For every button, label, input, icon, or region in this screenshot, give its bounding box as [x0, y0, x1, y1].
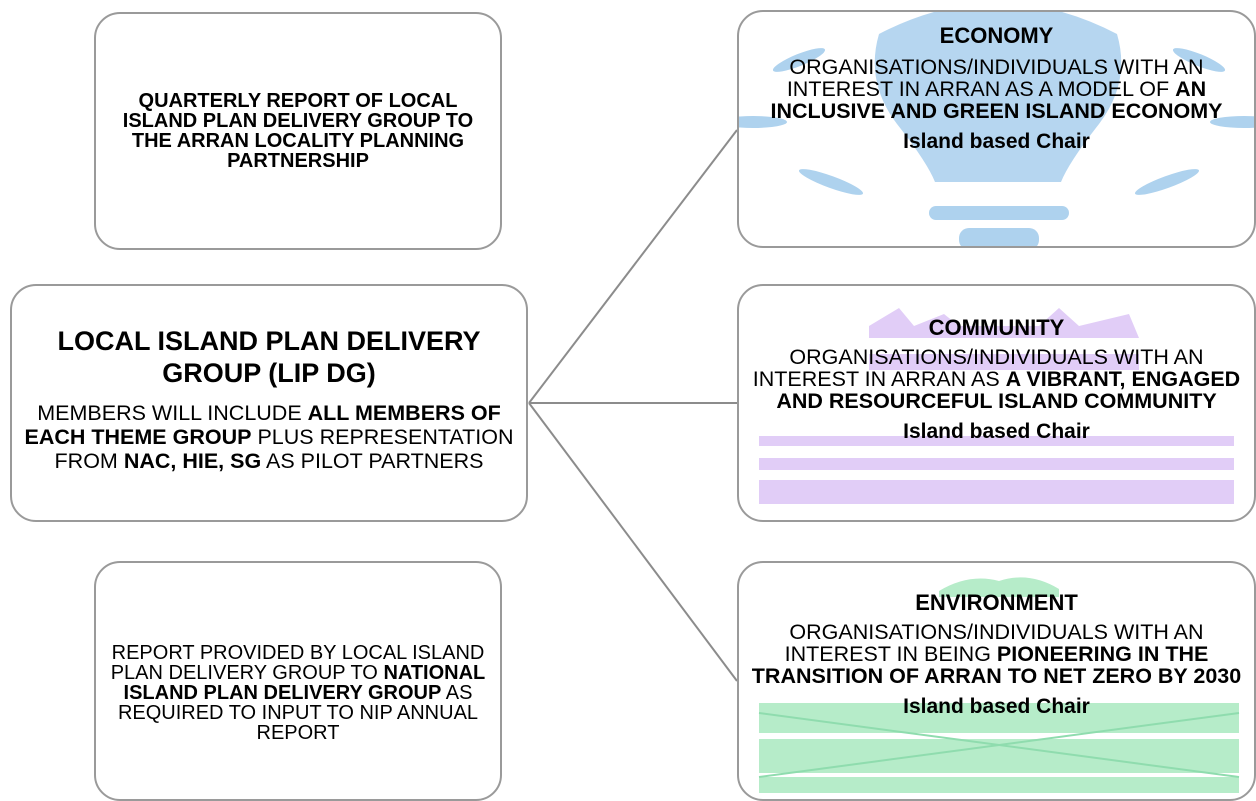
community-theme-box: COMMUNITY ORGANISATIONS/INDIVIDUALS WITH… [737, 284, 1256, 522]
partners-text-bold: NAC, HIE, SG [123, 449, 262, 473]
lip-dg-members-text: MEMBERS WILL INCLUDE ALL MEMBERS OF EACH… [19, 401, 519, 473]
connector-environment [528, 402, 738, 682]
environment-chair: Island based Chair [903, 695, 1090, 718]
community-description: ORGANISATIONS/INDIVIDUALS WITH AN INTERE… [747, 346, 1247, 412]
members-text-part: MEMBERS WILL INCLUDE [37, 401, 308, 425]
environment-heading: ENVIRONMENT [915, 590, 1078, 615]
quarterly-report-box: QUARTERLY REPORT OF LOCAL ISLAND PLAN DE… [94, 12, 502, 250]
economy-theme-box: ECONOMY ORGANISATIONS/INDIVIDUALS WITH A… [737, 10, 1256, 248]
environment-theme-box: ENVIRONMENT ORGANISATIONS/INDIVIDUALS WI… [737, 561, 1256, 801]
national-report-box: REPORT PROVIDED BY LOCAL ISLAND PLAN DEL… [94, 561, 502, 801]
members-text-bold: ALL MEMBERS OF EACH THEME GROUP [24, 401, 501, 449]
connector-economy [528, 129, 738, 404]
lip-dg-box: LOCAL ISLAND PLAN DELIVERY GROUP (LIP DG… [10, 284, 528, 522]
members-text-part: PLUS REPRESENTATION FROM [54, 425, 514, 473]
economy-description-plain: ORGANISATIONS/INDIVIDUALS WITH AN INTERE… [786, 55, 1204, 101]
community-chair: Island based Chair [903, 420, 1090, 443]
community-heading: COMMUNITY [928, 315, 1065, 340]
national-report-text: REPORT PROVIDED BY LOCAL ISLAND PLAN DEL… [103, 643, 493, 743]
environment-description-plain: ORGANISATIONS/INDIVIDUALS WITH AN INTERE… [784, 620, 1204, 666]
quarterly-report-text: QUARTERLY REPORT OF LOCAL ISLAND PLAN DE… [122, 90, 474, 172]
community-description-bold: A VIBRANT, ENGAGED AND RESOURCEFUL ISLAN… [776, 367, 1241, 413]
report-text-part: AS REQUIRED TO INPUT TO NIP ANNUAL REPOR… [117, 682, 479, 744]
report-text-part: REPORT PROVIDED BY LOCAL ISLAND PLAN DEL… [110, 642, 485, 684]
economy-description: ORGANISATIONS/INDIVIDUALS WITH AN INTERE… [747, 56, 1247, 122]
economy-heading: ECONOMY [939, 23, 1054, 48]
report-text-bold: NATIONAL ISLAND PLAN DELIVERY GROUP [123, 662, 486, 704]
lip-dg-title: LOCAL ISLAND PLAN DELIVERY GROUP (LIP DG… [57, 326, 481, 388]
members-text-part: AS PILOT PARTNERS [261, 449, 484, 473]
environment-description-bold: PIONEERING IN THE TRANSITION OF ARRAN TO… [751, 642, 1242, 688]
environment-description: ORGANISATIONS/INDIVIDUALS WITH AN INTERE… [747, 621, 1247, 687]
economy-chair: Island based Chair [903, 130, 1090, 153]
